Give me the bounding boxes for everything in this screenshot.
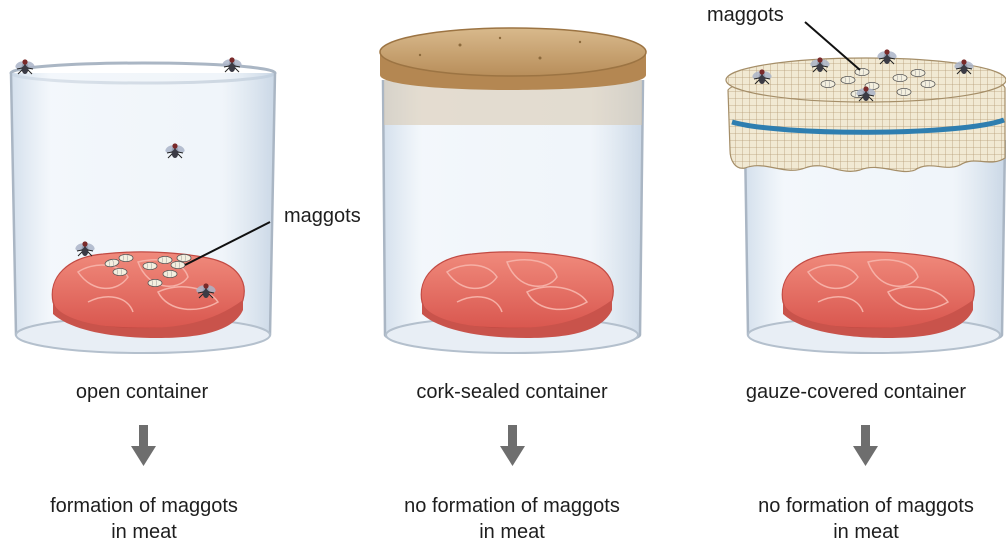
container-label-open: open container (0, 381, 292, 404)
cork-stopper (380, 28, 646, 90)
container-label-cork: cork-sealed container (362, 381, 662, 404)
outcome-open-line1: formation of maggots (0, 493, 304, 519)
maggots-annotation-open: maggots (284, 205, 361, 228)
outcome-open: formation of maggots in meat (0, 493, 304, 545)
cork-sealed-container-jar (380, 28, 646, 353)
outcome-cork: no formation of maggots in meat (352, 493, 672, 545)
down-arrow-2 (500, 425, 525, 466)
outcome-gauze-line2: in meat (706, 519, 1006, 545)
down-arrow-3 (853, 425, 878, 466)
down-arrow-1 (131, 425, 156, 466)
meat-steak-gauze (782, 252, 974, 338)
gauze-covered-container-jar (726, 22, 1006, 353)
outcome-open-line2: in meat (0, 519, 304, 545)
outcome-cork-line1: no formation of maggots (352, 493, 672, 519)
outcome-gauze-line1: no formation of maggots (706, 493, 1006, 519)
fly-rim-right (221, 57, 243, 72)
outcome-cork-line2: in meat (352, 519, 672, 545)
maggots-annotation-gauze: maggots (707, 4, 784, 27)
container-label-gauze: gauze-covered container (706, 381, 1006, 404)
open-container-jar (11, 57, 275, 353)
meat-steak-cork (421, 252, 613, 338)
fly-rim-left (14, 59, 36, 74)
outcome-gauze: no formation of maggots in meat (706, 493, 1006, 545)
